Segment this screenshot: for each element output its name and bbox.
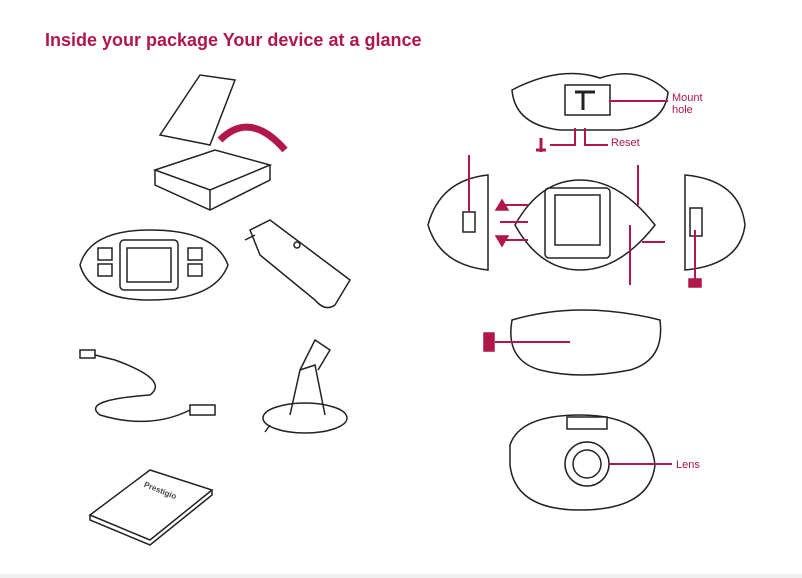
suction-mount-illustration — [262, 338, 348, 434]
car-charger-illustration — [244, 219, 351, 309]
device-left-side-view — [427, 155, 489, 271]
dashcam-front-illustration — [79, 229, 229, 301]
lens-label: Lens — [676, 459, 700, 471]
package-box-illustration — [152, 74, 288, 211]
usb-cable-illustration — [79, 349, 216, 423]
device-bottom-view — [483, 309, 662, 376]
mount-hole-label: Mount hole — [672, 92, 703, 116]
reset-label: Reset — [611, 137, 640, 149]
device-front-view — [494, 165, 665, 285]
user-manual-illustration — [88, 469, 214, 546]
device-back-view — [509, 414, 672, 511]
page-title: Inside your package Your device at a gla… — [45, 30, 422, 50]
page-footer-divider — [0, 574, 802, 578]
device-top-view — [511, 72, 669, 152]
device-right-side-view — [684, 174, 746, 288]
